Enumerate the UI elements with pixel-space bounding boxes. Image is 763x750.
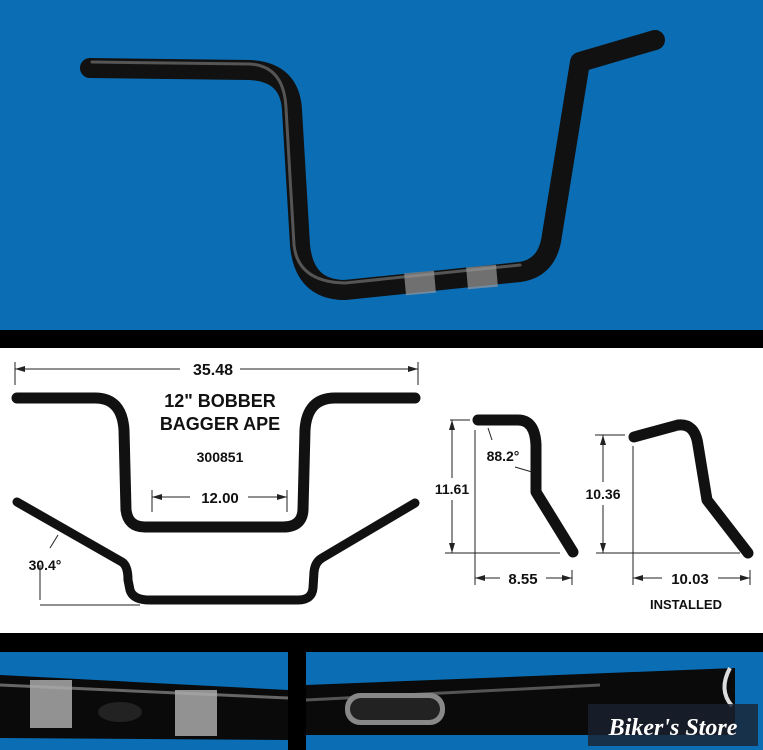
installed-view-diagram: 10.36 10.03 INSTALLED xyxy=(585,419,754,612)
divider-band xyxy=(0,330,763,348)
watermark-text: Biker's Store xyxy=(608,715,738,741)
divider-band xyxy=(288,652,306,750)
detail-photo-left xyxy=(0,652,289,750)
rise-label: 11.61 xyxy=(435,481,469,497)
pullback-label: 8.55 xyxy=(508,571,537,588)
product-title-line2: BAGGER APE xyxy=(160,414,280,434)
installed-pullback-label: 10.03 xyxy=(671,571,709,588)
handlebar-photo xyxy=(80,30,665,300)
overall-width-label: 35.48 xyxy=(193,362,233,379)
bend-angle-label: 88.2° xyxy=(487,448,520,464)
pullback-angle-label: 30.4° xyxy=(29,557,62,573)
front-view-diagram: 35.48 12" BOBBER BAGGER APE 300851 12.00… xyxy=(11,362,421,606)
store-watermark: Biker's Store xyxy=(588,704,758,746)
installed-rise-label: 10.36 xyxy=(585,486,620,502)
part-number: 300851 xyxy=(197,449,244,465)
diagram-panel xyxy=(0,348,763,633)
side-view-diagram: 11.61 88.2° 8.55 xyxy=(435,414,579,588)
product-title-line1: 12" BOBBER xyxy=(164,391,276,411)
installed-label: INSTALLED xyxy=(650,597,722,612)
divider-band xyxy=(0,633,763,652)
center-width-label: 12.00 xyxy=(201,490,239,507)
